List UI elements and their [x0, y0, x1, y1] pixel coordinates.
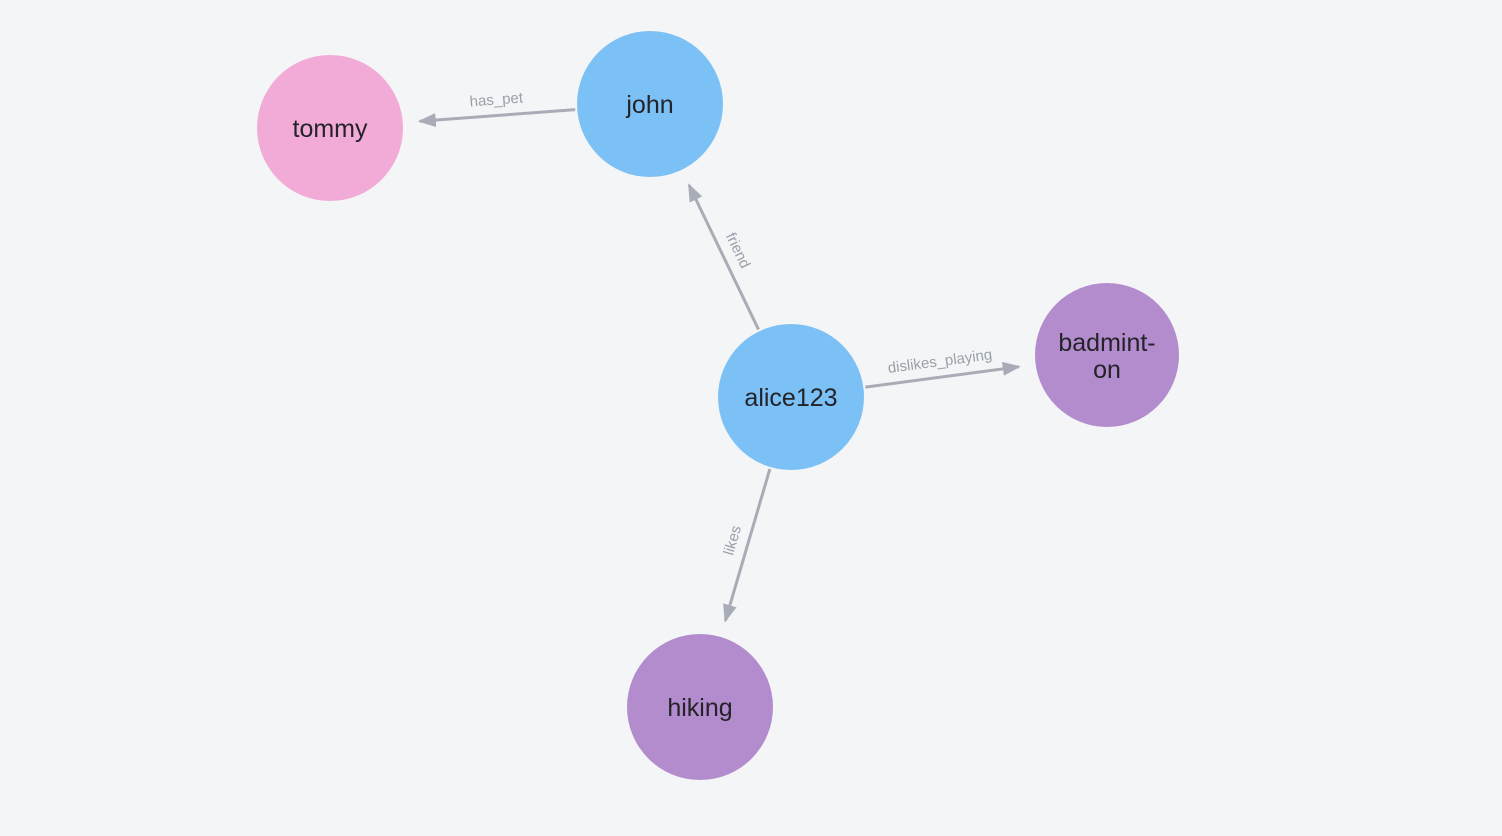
- graph-node-tommy[interactable]: tommy: [257, 55, 403, 201]
- graph-node-hiking[interactable]: hiking: [627, 634, 773, 780]
- graph-edge-john-tommy[interactable]: has_pet: [417, 89, 576, 128]
- node-circle[interactable]: [627, 634, 773, 780]
- node-circle[interactable]: [1035, 283, 1179, 427]
- edge-label: likes: [720, 524, 745, 558]
- graph-edge-alice123-hiking[interactable]: likes: [720, 468, 772, 623]
- edge-label: has_pet: [469, 89, 524, 110]
- graph-edge-alice123-badminton[interactable]: dislikes_playing: [865, 346, 1021, 389]
- graph-node-badminton[interactable]: badmint-on: [1035, 283, 1179, 427]
- edge-arrow[interactable]: [687, 183, 760, 331]
- graph-node-alice123[interactable]: alice123: [718, 324, 864, 470]
- graph-node-john[interactable]: john: [577, 31, 723, 177]
- node-layer: tommy john alice123 badmint-on hiking: [257, 31, 1179, 780]
- edge-arrow[interactable]: [865, 361, 1021, 389]
- graph-edge-alice123-john[interactable]: friend: [687, 183, 760, 331]
- node-circle[interactable]: [718, 324, 864, 470]
- edge-arrow[interactable]: [723, 468, 772, 623]
- node-circle[interactable]: [577, 31, 723, 177]
- edge-arrow[interactable]: [417, 108, 576, 128]
- node-circle[interactable]: [257, 55, 403, 201]
